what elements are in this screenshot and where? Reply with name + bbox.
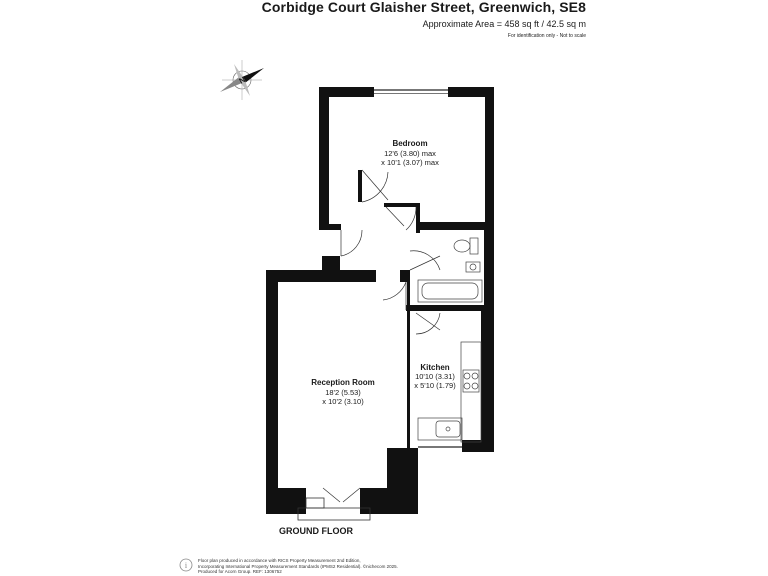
footer-line: Produced for Acorn Group. REF: 1306752 bbox=[198, 569, 282, 574]
kitchen-fixtures bbox=[417, 341, 482, 443]
room-reception: Reception Room 18'2 (5.53) x 10'2 (3.10) bbox=[311, 378, 375, 406]
room-name: Reception Room bbox=[311, 378, 375, 387]
entrance-step bbox=[297, 497, 371, 521]
room-name: Kitchen bbox=[420, 363, 449, 372]
room-dim: 18'2 (5.53) bbox=[325, 388, 361, 397]
room-name: Bedroom bbox=[392, 139, 427, 148]
disclaimer: For identification only - Not to scale bbox=[507, 33, 586, 39]
page-title: Corbidge Court Glaisher Street, Greenwic… bbox=[261, 0, 586, 15]
door-arcs bbox=[322, 169, 441, 503]
room-dim: x 10'2 (3.10) bbox=[322, 397, 364, 406]
bathroom-fixtures bbox=[417, 237, 483, 303]
approximate-area: Approximate Area = 458 sq ft / 42.5 sq m bbox=[422, 19, 586, 29]
footer-note: Floor plan produced in accordance with R… bbox=[198, 558, 438, 575]
walls bbox=[266, 87, 494, 514]
footer-line: Incorporating International Property Mea… bbox=[198, 563, 398, 569]
info-icon: i bbox=[179, 558, 193, 572]
compass-letter: N bbox=[237, 75, 247, 86]
room-dim: x 5'10 (1.79) bbox=[414, 381, 456, 390]
svg-text:i: i bbox=[185, 561, 188, 570]
room-kitchen: Kitchen 10'10 (3.31) x 5'10 (1.79) bbox=[414, 363, 456, 390]
room-dim: 12'6 (3.80) max bbox=[384, 149, 436, 158]
room-dim: 10'10 (3.31) bbox=[415, 372, 455, 381]
floor-label: GROUND FLOOR bbox=[279, 526, 353, 536]
room-dim: x 10'1 (3.07) max bbox=[381, 158, 439, 167]
compass-icon: N bbox=[220, 60, 264, 100]
footer-line: Floor plan produced in accordance with R… bbox=[198, 558, 361, 563]
room-bedroom: Bedroom 12'6 (3.80) max x 10'1 (3.07) ma… bbox=[381, 139, 439, 167]
